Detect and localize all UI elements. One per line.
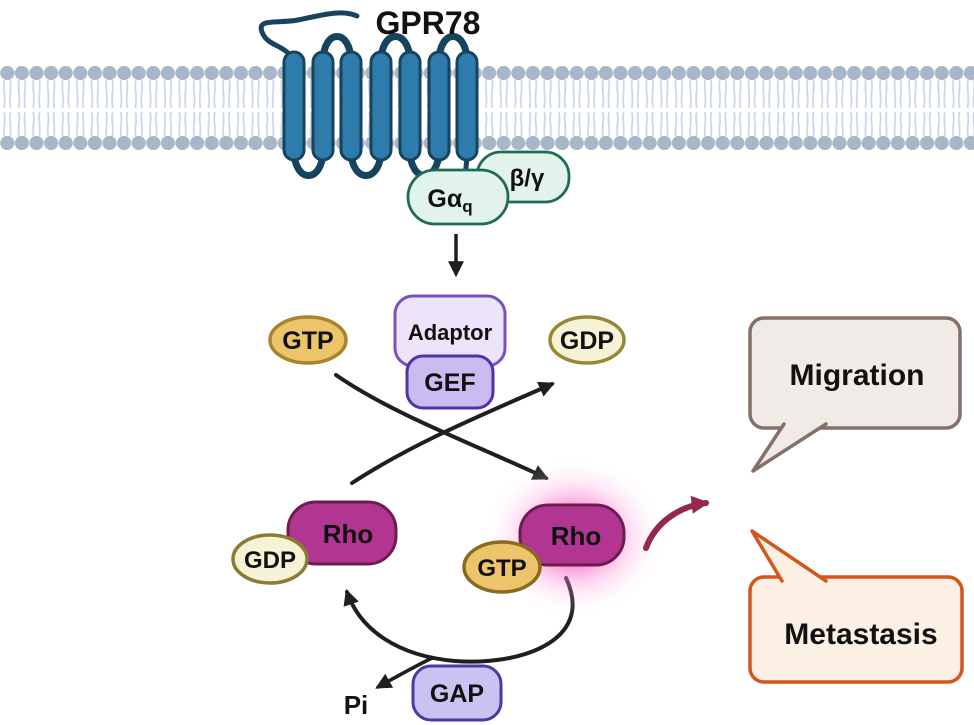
helix-5 [398,50,422,162]
gtp-bound-label: GTP [477,555,526,582]
metastasis-label: Metastasis [784,618,937,651]
gtp-bound-molecule [462,540,542,594]
gtp-free-molecule [268,315,348,365]
helix-4 [369,50,393,162]
gdp-bound-molecule [231,533,309,585]
gtp-loading-arrow [334,373,549,480]
hydrolysis-arrow [343,576,575,664]
rho-inactive-box [286,500,398,566]
gap-box [411,664,503,722]
helix-3 [339,50,363,162]
rho-inactive-label: Rho [323,519,374,549]
helix-6 [427,50,451,162]
nucleotide-exchange: GTP GDP Adaptor GEF [268,294,626,485]
rho-active-label: Rho [551,521,602,551]
gtp-hydrolysis: GAP Pi [343,576,575,722]
gef-box [405,354,495,410]
rho-gtp-complex: Rho GTP [462,457,666,617]
gef-label: GEF [424,369,475,397]
receptor-n-terminus [258,10,360,65]
migration-bubble-tail [751,422,828,473]
outcome-arrow [643,495,710,551]
transmembrane-helices [282,50,479,162]
helix-1 [282,50,306,162]
migration-bubble: Migration [748,316,962,473]
gap-label: GAP [430,680,484,708]
rho-gdp-complex: Rho GDP [231,500,398,585]
gdp-free-molecule [548,315,626,365]
migration-bubble-body [748,316,962,430]
helix-7 [455,50,479,162]
g-protein-complex: β/γ Gαq [406,150,571,226]
g-alpha-q-label: Gαq [427,185,472,216]
rho-active-box [518,503,626,567]
pi-label: Pi [344,690,369,720]
adaptor-label: Adaptor [408,320,493,345]
metastasis-bubble-body [748,575,964,684]
gpr78-receptor [258,10,479,189]
helix-2 [311,50,335,162]
g-alpha-q-subunit [406,168,510,226]
receptor-label: GPR78 [376,5,481,41]
gdp-release-arrow [350,381,555,485]
gdp-bound-label: GDP [244,547,296,574]
gdp-free-label: GDP [560,327,614,355]
metastasis-bubble-tail [750,529,828,583]
pi-release-arrow [375,656,434,689]
gtp-free-label: GTP [282,327,333,355]
beta-gamma-label: β/γ [510,165,545,192]
migration-label: Migration [790,359,925,392]
metastasis-bubble: Metastasis [748,529,964,684]
plasma-membrane [0,66,974,150]
